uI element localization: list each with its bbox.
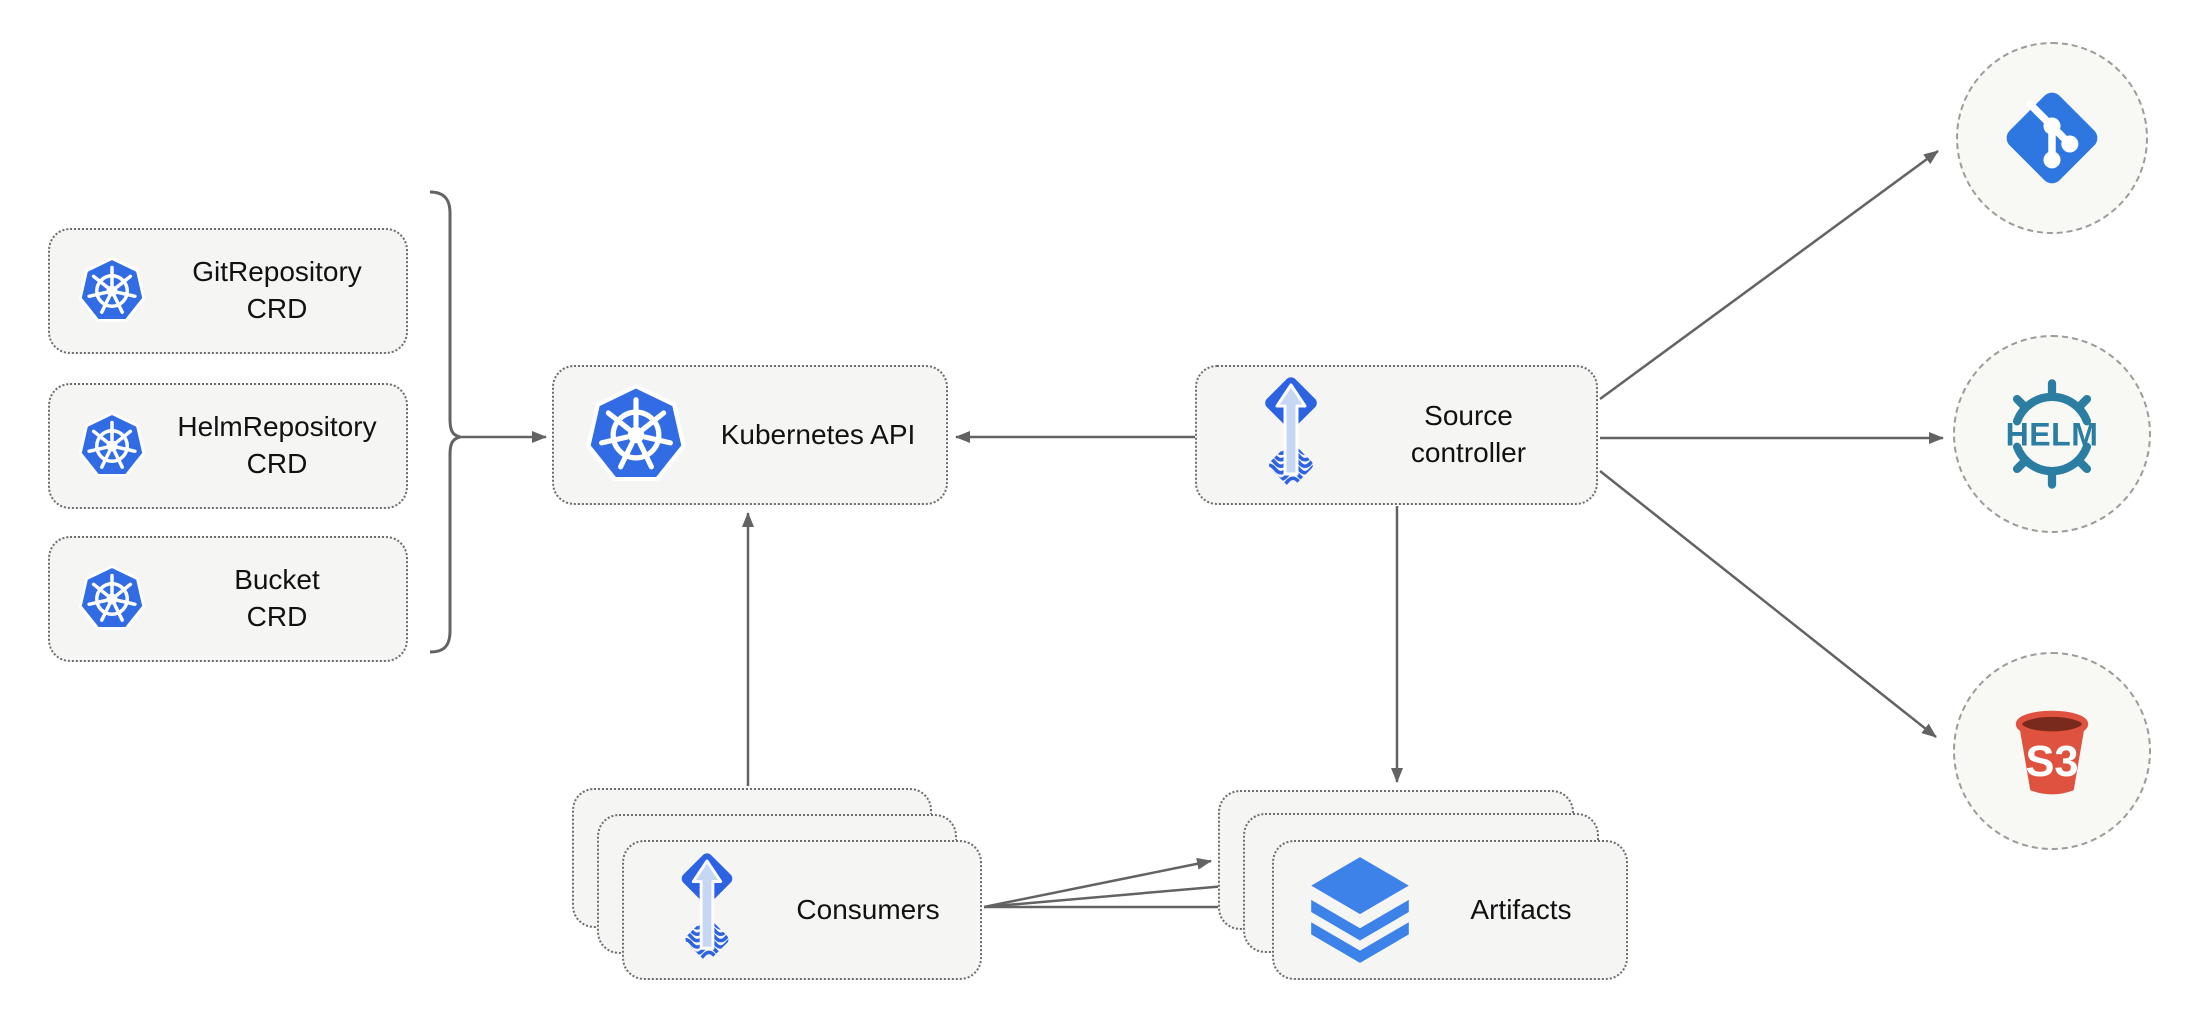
edge-source-to-s3 bbox=[1599, 470, 1937, 738]
node-kubernetes-api: Kubernetes API bbox=[552, 365, 948, 505]
node-bucket-crd: Bucket CRD bbox=[48, 536, 408, 662]
crd-group-bracket bbox=[429, 190, 461, 654]
node-label: GitRepository CRD bbox=[192, 256, 362, 324]
kubernetes-icon bbox=[76, 410, 148, 482]
s3-icon: S3 bbox=[1990, 689, 2114, 813]
node-label: Consumers bbox=[796, 893, 940, 925]
kubernetes-icon bbox=[76, 563, 148, 635]
node-label: Bucket CRD bbox=[234, 564, 320, 632]
git-icon bbox=[1988, 74, 2116, 202]
kubernetes-icon bbox=[582, 381, 690, 489]
node-label: Artifacts bbox=[1470, 893, 1572, 925]
helm-icon: HELM bbox=[1990, 372, 2114, 496]
node-s3-source: S3 bbox=[1953, 652, 2151, 850]
edge-consumers-to-artifacts-2 bbox=[983, 880, 1238, 909]
edge-source-to-git bbox=[1599, 149, 1939, 401]
node-gitrepository-crd: GitRepository CRD bbox=[48, 228, 408, 354]
flux-icon bbox=[1241, 373, 1341, 497]
node-label: Kubernetes API bbox=[720, 418, 916, 450]
kubernetes-icon bbox=[76, 255, 148, 327]
edge-consumers-to-artifacts-1 bbox=[983, 857, 1212, 909]
node-artifacts: Artifacts bbox=[1272, 840, 1628, 980]
helm-logo-text: HELM bbox=[2006, 416, 2099, 452]
flux-icon bbox=[658, 849, 756, 971]
node-consumers: Consumers bbox=[622, 840, 982, 980]
node-label: Source controller bbox=[1410, 400, 1527, 468]
node-helm-source: HELM bbox=[1953, 335, 2151, 533]
node-label: HelmRepository CRD bbox=[177, 411, 377, 479]
node-helmrepository-crd: HelmRepository CRD bbox=[48, 383, 408, 509]
node-source-controller: Source controller bbox=[1195, 365, 1598, 505]
node-git-source bbox=[1956, 42, 2148, 234]
s3-logo-text: S3 bbox=[2025, 738, 2078, 786]
layers-icon bbox=[1304, 849, 1416, 971]
